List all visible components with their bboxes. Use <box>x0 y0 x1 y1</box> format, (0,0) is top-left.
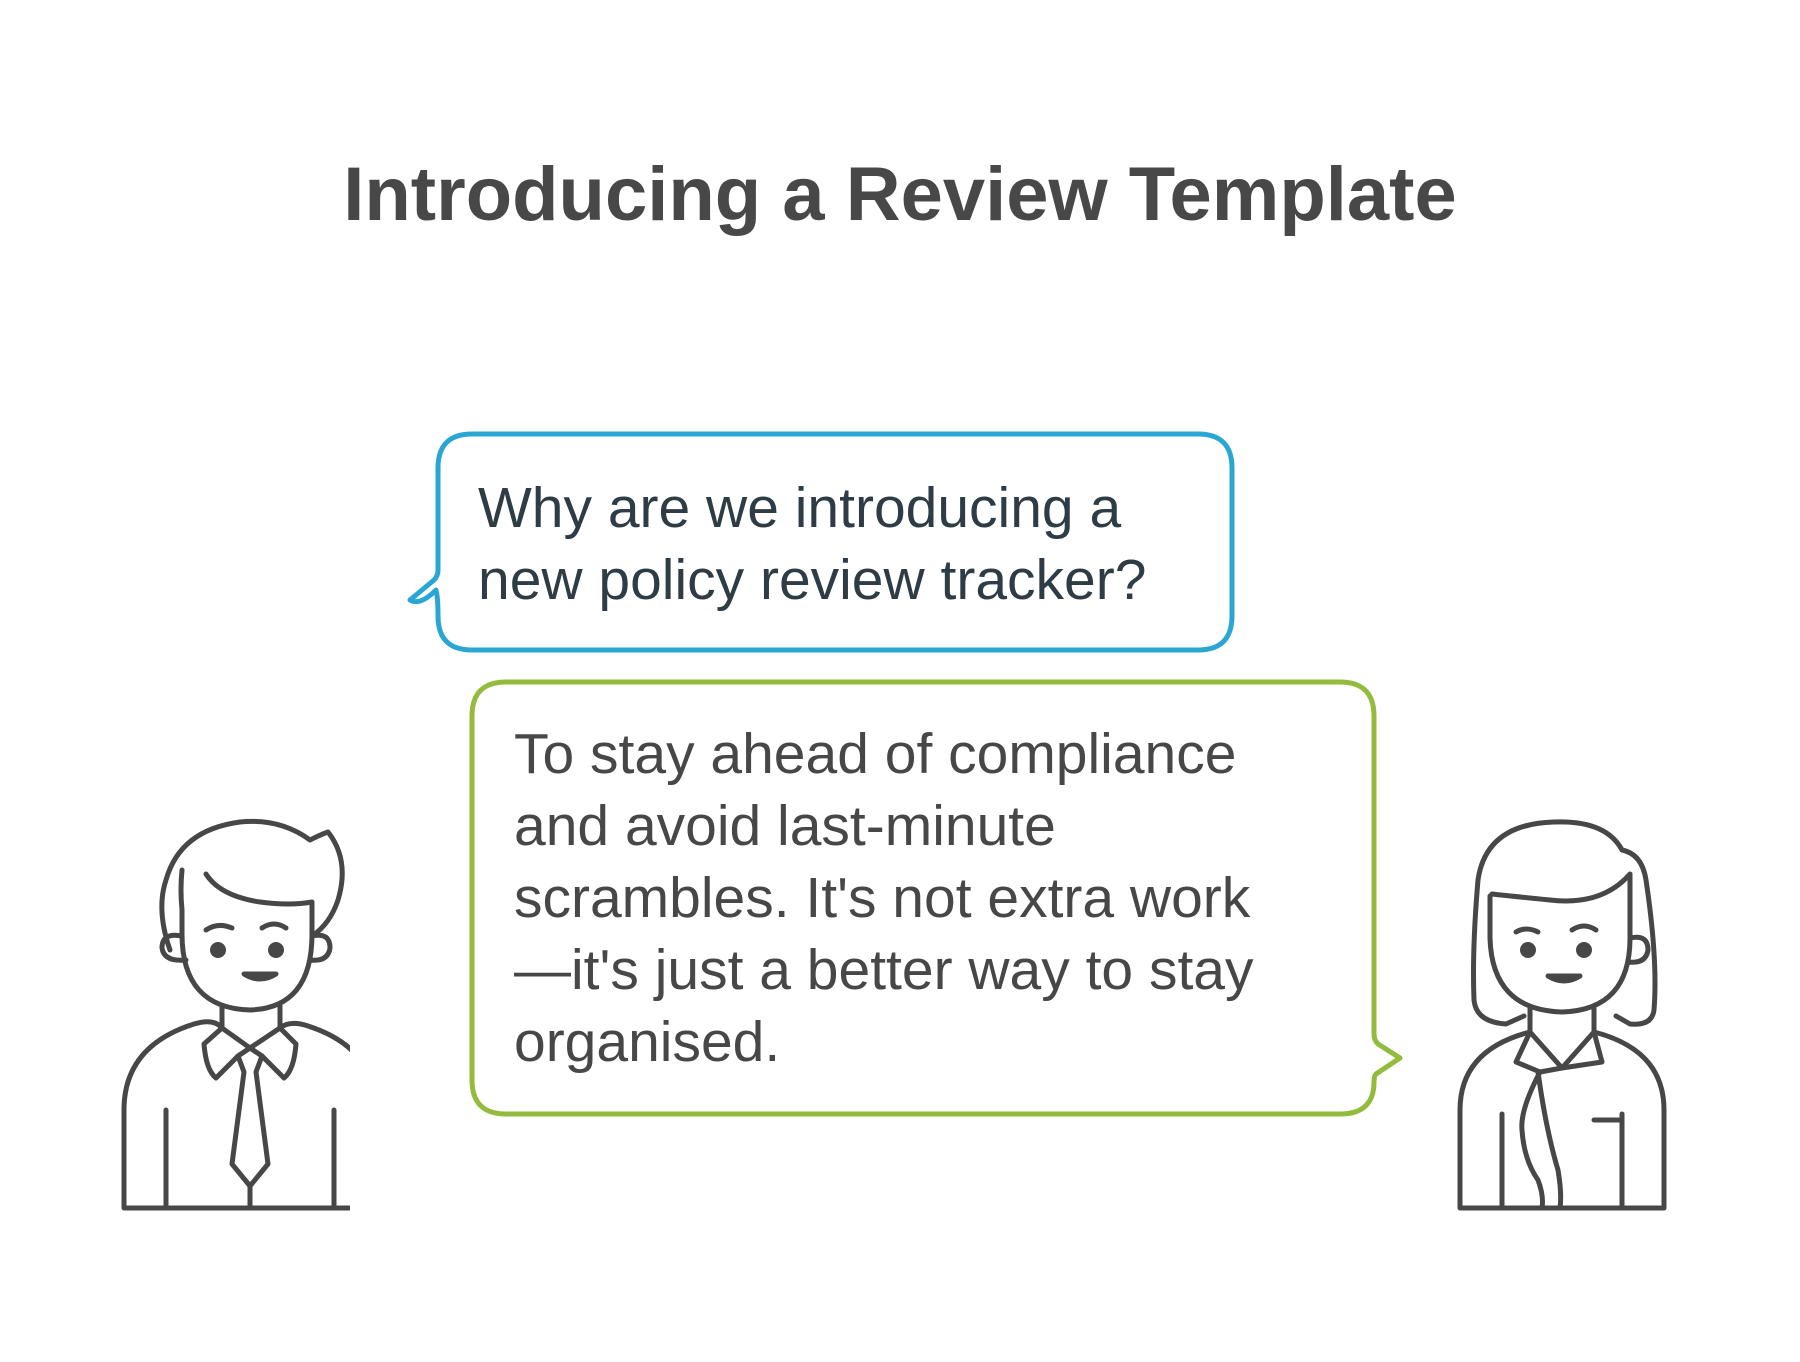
answer-text: To stay ahead of compliance and avoid la… <box>514 722 1254 1074</box>
question-bubble <box>407 431 1235 653</box>
question-text: Why are we introducing a new policy revi… <box>478 476 1147 612</box>
woman-icon <box>1457 819 1667 1211</box>
man-with-tie-icon <box>121 818 350 1211</box>
answer-bubble <box>469 679 1403 1117</box>
diagram-title: Introducing a Review Template <box>343 152 1457 237</box>
